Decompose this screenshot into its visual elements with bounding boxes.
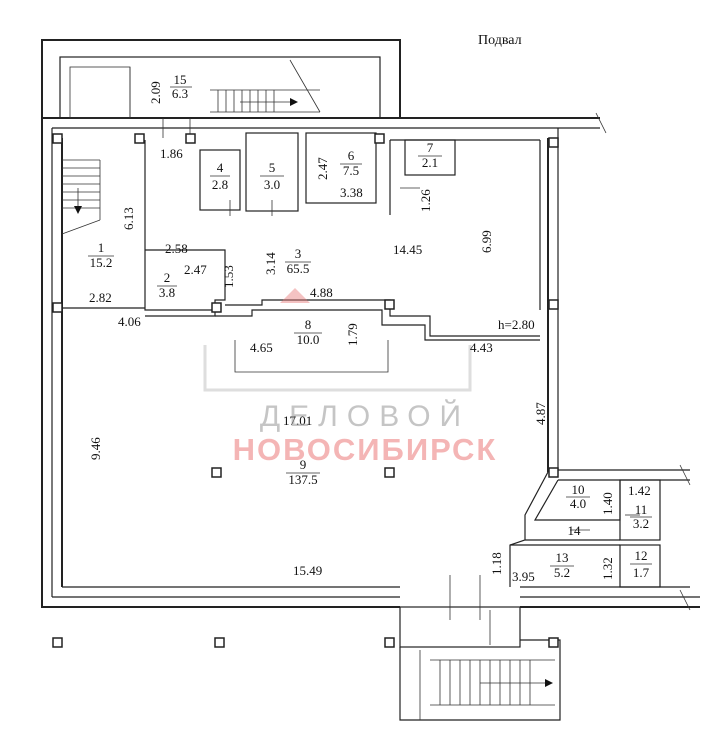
plan-title: Подвал (478, 33, 522, 48)
room-11-area: 3.2 (633, 516, 649, 531)
room-7-area: 2.1 (422, 155, 438, 170)
room-4-area: 2.8 (212, 177, 228, 192)
dim-2-47-side: 2.47 (184, 262, 207, 277)
lower-right-rooms (509, 471, 661, 588)
room-7-number: 7 (427, 140, 434, 155)
room-12-area: 1.7 (633, 565, 650, 580)
room-13-area: 5.2 (554, 565, 570, 580)
room-labels: 15 6.3 1 15.2 2 3.8 3 65.5 4 2.8 5 3.0 6… (88, 72, 652, 580)
dim-1-79: 1.79 (345, 323, 360, 346)
room-6-number: 6 (348, 148, 355, 163)
dim-14-45: 14.45 (393, 242, 422, 257)
room-10-area: 4.0 (570, 496, 586, 511)
dim-17-01: 17.01 (283, 413, 312, 428)
dim-1-32: 1.32 (600, 557, 615, 580)
room-10-number: 10 (572, 482, 585, 497)
room-5-number: 5 (269, 160, 276, 175)
room-8-area: 10.0 (297, 332, 320, 347)
room-15-area: 6.3 (172, 86, 188, 101)
dim-6-99: 6.99 (479, 230, 494, 253)
room-9-area: 137.5 (288, 472, 317, 487)
stair-treads-left (62, 167, 100, 209)
room-3-number: 3 (295, 246, 302, 261)
room-5-area: 3.0 (264, 177, 280, 192)
stair-bottom (399, 575, 561, 721)
dim-4-87: 4.87 (533, 402, 548, 425)
stair-arrow-down-icon (74, 206, 82, 214)
dim-4-88: 4.88 (310, 285, 333, 300)
watermark-logo (203, 288, 472, 392)
stair-treads-top (217, 90, 275, 112)
dim-2-09: 2.09 (148, 81, 163, 104)
dim-1-42: 1.42 (628, 483, 651, 498)
small-rooms-top (199, 132, 541, 310)
room-9-number: 9 (300, 457, 307, 472)
dim-2-58: 2.58 (165, 241, 188, 256)
dim-1-86: 1.86 (160, 146, 183, 161)
room-1-area: 15.2 (90, 255, 113, 270)
room-6-area: 7.5 (343, 163, 359, 178)
room-15-number: 15 (174, 72, 187, 87)
room-3-area: 65.5 (287, 261, 310, 276)
dim-1-18: 1.18 (489, 552, 504, 575)
dimension-labels: 2.09 1.86 6.13 2.47 3.38 1.26 6.99 14.45… (88, 81, 651, 584)
dim-3-95: 3.95 (512, 569, 535, 584)
dim-9-46: 9.46 (88, 437, 103, 460)
dim-6-13: 6.13 (121, 207, 136, 230)
dim-2-82: 2.82 (89, 290, 112, 305)
dim-3-14: 3.14 (263, 252, 278, 275)
room-12-number: 12 (635, 548, 648, 563)
dim-4-43: 4.43 (470, 340, 493, 355)
room-2-number: 2 (164, 270, 171, 285)
stair-room-15 (59, 56, 381, 138)
height-note: h=2.80 (498, 317, 535, 332)
room-2-area: 3.8 (159, 285, 175, 300)
stair-treads-bottom (439, 660, 531, 705)
room-11-number: 11 (635, 502, 648, 517)
room-13-number: 13 (556, 550, 569, 565)
dim-1-26: 1.26 (418, 189, 433, 212)
dim-1-40: 1.40 (600, 492, 615, 515)
dim-4-65: 4.65 (250, 340, 273, 355)
room-14-number: 14 (568, 523, 582, 538)
room-4-number: 4 (217, 160, 224, 175)
columns (52, 133, 559, 648)
stair-arrow-right-icon (545, 679, 553, 687)
room-1-stair (61, 140, 146, 309)
dim-3-38: 3.38 (340, 185, 363, 200)
dim-1-53: 1.53 (221, 265, 236, 288)
dim-4-06: 4.06 (118, 314, 141, 329)
room-1-number: 1 (98, 240, 105, 255)
watermark-line-1: ДЕЛОВОЙ (259, 400, 471, 433)
watermark-line-2: НОВОСИБИРСК (232, 432, 498, 467)
stair-arrow-icon (290, 98, 298, 106)
room-2 (144, 249, 226, 311)
dim-2-47-top: 2.47 (315, 157, 330, 180)
room-8-number: 8 (305, 317, 312, 332)
dim-15-49: 15.49 (293, 563, 322, 578)
